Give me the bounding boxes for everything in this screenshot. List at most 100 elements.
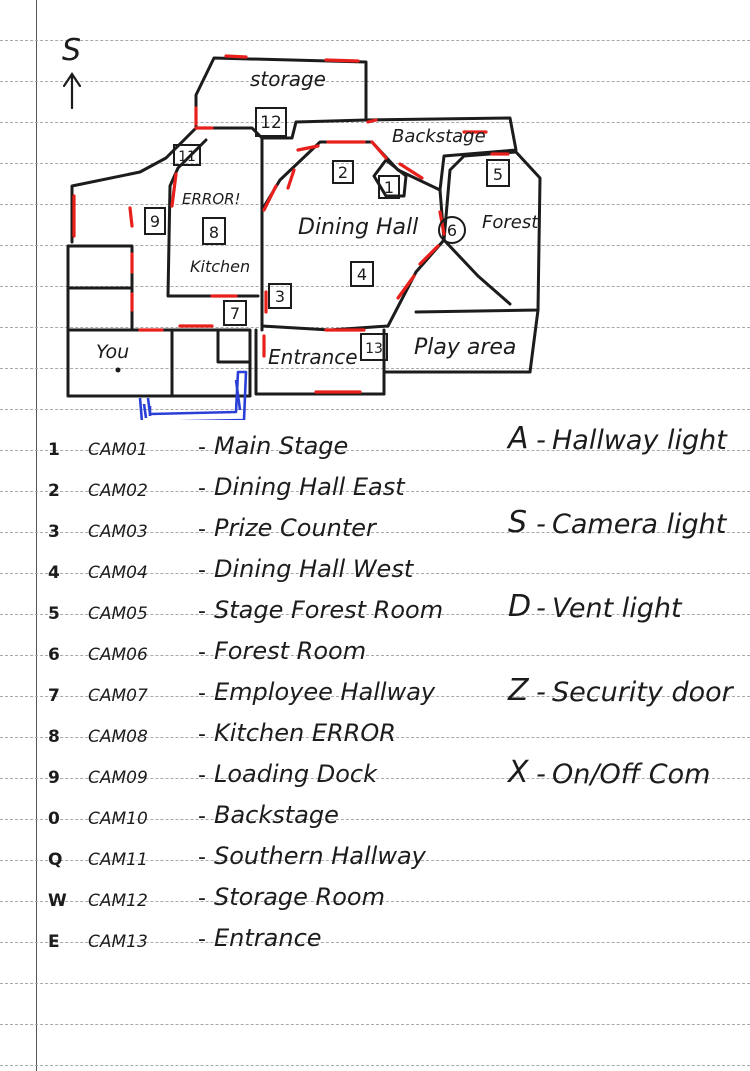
control-row: D - Vent light bbox=[508, 589, 682, 624]
legend-cam: CAM03 bbox=[88, 522, 148, 542]
kitchen-wall bbox=[166, 138, 260, 298]
legend-row: 7 CAM07 - Employee Hallway bbox=[48, 678, 436, 706]
doors bbox=[72, 54, 510, 394]
legend-name: Loading Dock bbox=[214, 760, 377, 788]
legend-key: 3 bbox=[48, 522, 60, 542]
ruled-line bbox=[0, 491, 750, 492]
legend-cam: CAM07 bbox=[88, 686, 148, 706]
legend-key: 6 bbox=[48, 645, 60, 665]
room-label-kitchen: Kitchen bbox=[190, 257, 250, 276]
backstage-walls bbox=[364, 116, 518, 192]
cam-marker-12: 12 bbox=[260, 113, 282, 133]
compass-arrow-icon bbox=[62, 72, 82, 110]
ruled-line bbox=[0, 778, 750, 779]
legend-row: 0 CAM10 - Backstage bbox=[48, 801, 339, 829]
vent bbox=[138, 370, 248, 420]
legend-name: Prize Counter bbox=[214, 514, 376, 542]
room-label-backstage: Backstage bbox=[392, 126, 486, 147]
ruled-line bbox=[0, 81, 750, 82]
ruled-line bbox=[0, 696, 750, 697]
ruled-line bbox=[0, 40, 750, 41]
room-label-you: You bbox=[96, 341, 129, 363]
ruled-line bbox=[0, 614, 750, 615]
legend-name: Forest Room bbox=[214, 637, 367, 665]
ruled-line bbox=[0, 204, 750, 205]
ruled-line bbox=[0, 409, 750, 410]
legend-key: 4 bbox=[48, 563, 60, 583]
ruled-line bbox=[0, 655, 750, 656]
room-label-play-area: Play area bbox=[414, 335, 516, 360]
room-labels: storage Backstage ERROR! Kitchen Dining … bbox=[96, 67, 539, 369]
control-label: Vent light bbox=[552, 593, 682, 624]
legend-row: 1 CAM01 - Main Stage bbox=[48, 432, 349, 460]
legend-row: 2 CAM02 - Dining Hall East bbox=[48, 473, 405, 501]
cam-marker-9: 9 bbox=[150, 212, 160, 231]
cam-marker-2: 2 bbox=[338, 163, 348, 182]
forest-divider bbox=[442, 238, 512, 306]
legend-row: 9 CAM09 - Loading Dock bbox=[48, 760, 377, 788]
control-key: D bbox=[508, 589, 532, 624]
ruled-line bbox=[0, 163, 750, 164]
ruled-line bbox=[0, 901, 750, 902]
control-label: Security door bbox=[552, 677, 733, 708]
map-walls bbox=[66, 56, 542, 398]
legend-name: Backstage bbox=[214, 801, 339, 829]
office-corner bbox=[216, 328, 252, 364]
compass: S bbox=[62, 33, 82, 110]
cam-marker-5: 5 bbox=[493, 165, 503, 184]
legend-key: W bbox=[48, 891, 67, 911]
legend-cam: CAM06 bbox=[88, 645, 148, 665]
vent-duct bbox=[138, 370, 248, 420]
cam-marker-8: 8 bbox=[209, 223, 219, 242]
legend-name: Stage Forest Room bbox=[214, 596, 444, 624]
control-label: Camera light bbox=[552, 509, 727, 540]
control-key: X bbox=[508, 755, 529, 790]
legend-cam: CAM05 bbox=[88, 604, 148, 624]
legend-cam: CAM02 bbox=[88, 481, 148, 501]
legend-key: 9 bbox=[48, 768, 60, 788]
control-row: A - Hallway light bbox=[508, 421, 727, 456]
legend-name: Kitchen ERROR bbox=[214, 719, 396, 747]
margin-line bbox=[36, 0, 37, 1071]
legend-key: 2 bbox=[48, 481, 60, 501]
entrance-walls bbox=[254, 328, 386, 396]
compass-letter: S bbox=[62, 33, 81, 68]
ruled-line bbox=[0, 983, 750, 984]
legend-key: 8 bbox=[48, 727, 60, 747]
ruled-line bbox=[0, 1024, 750, 1025]
office-walls bbox=[66, 328, 252, 398]
cam-marker-3: 3 bbox=[275, 287, 285, 306]
legend-name: Storage Room bbox=[214, 883, 385, 911]
ruled-line bbox=[0, 245, 750, 246]
legend-name: Dining Hall West bbox=[214, 555, 414, 583]
ruled-line bbox=[0, 450, 750, 451]
legend-key: Q bbox=[48, 850, 63, 870]
legend-cam: CAM09 bbox=[88, 768, 148, 788]
cam-marker-6: 6 bbox=[447, 221, 457, 240]
legend-key: E bbox=[48, 932, 60, 952]
west-hallway-wall bbox=[70, 126, 198, 244]
legend-row: Q CAM11 - Southern Hallway bbox=[48, 842, 426, 870]
room-label-forest: Forest bbox=[482, 212, 539, 233]
legend-row: E CAM13 - Entrance bbox=[48, 924, 322, 952]
ruled-line bbox=[0, 573, 750, 574]
legend-row: 8 CAM08 - Kitchen ERROR bbox=[48, 719, 396, 747]
room-label-error: ERROR! bbox=[182, 190, 241, 208]
legend-cam: CAM01 bbox=[88, 440, 148, 460]
legend-name: Southern Hallway bbox=[214, 842, 426, 870]
control-label: On/Off Com bbox=[552, 759, 711, 790]
legend-name: Main Stage bbox=[214, 432, 349, 460]
control-key: S bbox=[508, 505, 528, 540]
legend-cam: CAM08 bbox=[88, 727, 148, 747]
control-row: Z - Security door bbox=[508, 673, 733, 708]
room-label-dining-hall: Dining Hall bbox=[298, 215, 418, 240]
room-label-entrance: Entrance bbox=[268, 345, 358, 369]
legend-row: 3 CAM03 - Prize Counter bbox=[48, 514, 376, 542]
ruled-line bbox=[0, 737, 750, 738]
legend-row: 5 CAM05 - Stage Forest Room bbox=[48, 596, 444, 624]
legend-name: Entrance bbox=[214, 924, 322, 952]
control-label: Hallway light bbox=[552, 425, 727, 456]
legend-cam: CAM11 bbox=[88, 850, 148, 870]
legend-cam: CAM13 bbox=[88, 932, 148, 952]
